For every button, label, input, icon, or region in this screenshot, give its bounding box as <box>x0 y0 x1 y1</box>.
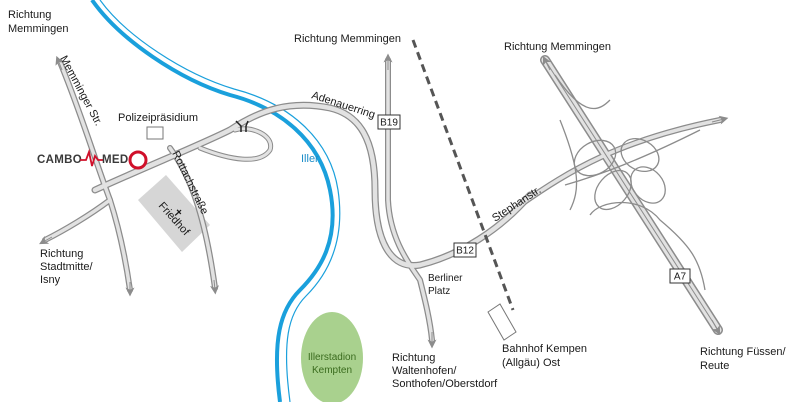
dest-memmingen-topleft-line2: Memmingen <box>8 23 69 35</box>
arrow-a7-north <box>542 55 552 71</box>
logo-text-left: CAMBO <box>37 154 82 166</box>
dest-stadtmitte-line1: Richtung <box>40 248 83 260</box>
place-illerstadion-line2: Kempten <box>312 365 352 376</box>
arrow-a7-south <box>711 319 721 335</box>
dest-fuessen-line1: Richtung Füssen/ <box>700 346 787 358</box>
shield-b19: B19 <box>377 114 401 130</box>
logo-ring-icon <box>128 150 148 170</box>
place-illerstadion-line1: Illerstadion <box>308 352 356 363</box>
illerstadion-area <box>301 312 363 402</box>
logo-text-right: MED <box>102 154 128 166</box>
dest-waltenhofen-line1: Richtung <box>392 352 435 364</box>
direction-arrows <box>39 53 729 349</box>
shield-a7: A7 <box>669 268 691 284</box>
svg-text:B12: B12 <box>456 246 474 257</box>
arrow-stadtmitte <box>39 235 53 245</box>
street-stephanstr: Stephanstr. <box>490 184 543 224</box>
friedhof-area <box>138 175 210 252</box>
arrow-a7-east <box>711 115 729 125</box>
place-bahnhof-line2: (Allgäu) Ost <box>502 357 560 369</box>
polizei-building <box>146 126 164 140</box>
arrow-rottach-south <box>210 279 220 295</box>
bridge-symbol <box>235 120 249 132</box>
svg-text:A7: A7 <box>674 272 687 283</box>
dest-stadtmitte-line2: Stadtmitte/ <box>40 261 94 273</box>
svg-text:B19: B19 <box>380 118 398 129</box>
dest-waltenhofen-line2: Waltenhofen/ <box>392 365 457 377</box>
place-iller: Iller <box>301 153 319 165</box>
a7-interchange <box>554 74 706 291</box>
a7-center-line <box>544 59 719 331</box>
arrow-memmingen-topleft <box>55 55 64 71</box>
dest-memmingen-b19: Richtung Memmingen <box>294 33 401 45</box>
berliner-platz-line2: Platz <box>428 286 450 297</box>
iller-river <box>90 0 335 402</box>
railway-line <box>411 39 515 311</box>
shield-b12: B12 <box>453 242 477 258</box>
logo-heartbeat-icon <box>80 148 103 167</box>
iller-river-bank <box>99 0 341 402</box>
berliner-platz-line1: Berliner <box>428 273 463 284</box>
cambomed-logo: CAMBO MED <box>37 148 148 170</box>
dest-stadtmitte-line3: Isny <box>40 274 61 286</box>
dest-waltenhofen-line3: Sonthofen/Oberstdorf <box>392 378 498 390</box>
bahnhof-building <box>487 303 517 341</box>
place-polizei: Polizeipräsidium <box>118 112 198 124</box>
dest-memmingen-a7: Richtung Memmingen <box>504 41 611 53</box>
dest-memmingen-topleft-line1: Richtung <box>8 9 51 21</box>
dest-fuessen-line2: Reute <box>700 360 729 372</box>
place-bahnhof-line1: Bahnhof Kempen <box>502 343 587 355</box>
